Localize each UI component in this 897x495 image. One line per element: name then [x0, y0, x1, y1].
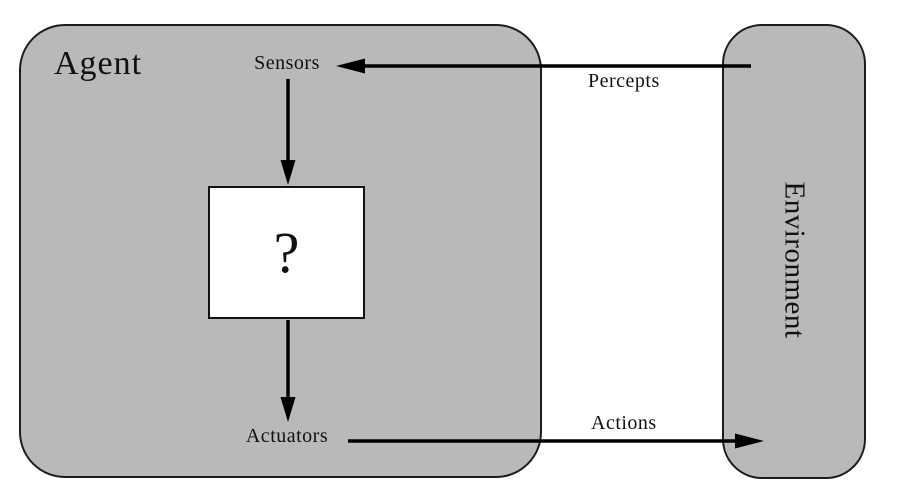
- agent-program-box: ?: [208, 186, 365, 319]
- environment-label: Environment: [778, 181, 811, 339]
- sensors-label: Sensors: [254, 52, 320, 74]
- actuators-label: Actuators: [245, 425, 329, 447]
- question-mark-label: ?: [273, 219, 300, 285]
- environment-box: [722, 24, 866, 479]
- percepts-arrow-label: Percepts: [588, 70, 660, 92]
- agent-label: Agent: [54, 45, 143, 82]
- actions-arrow-label: Actions: [591, 412, 657, 434]
